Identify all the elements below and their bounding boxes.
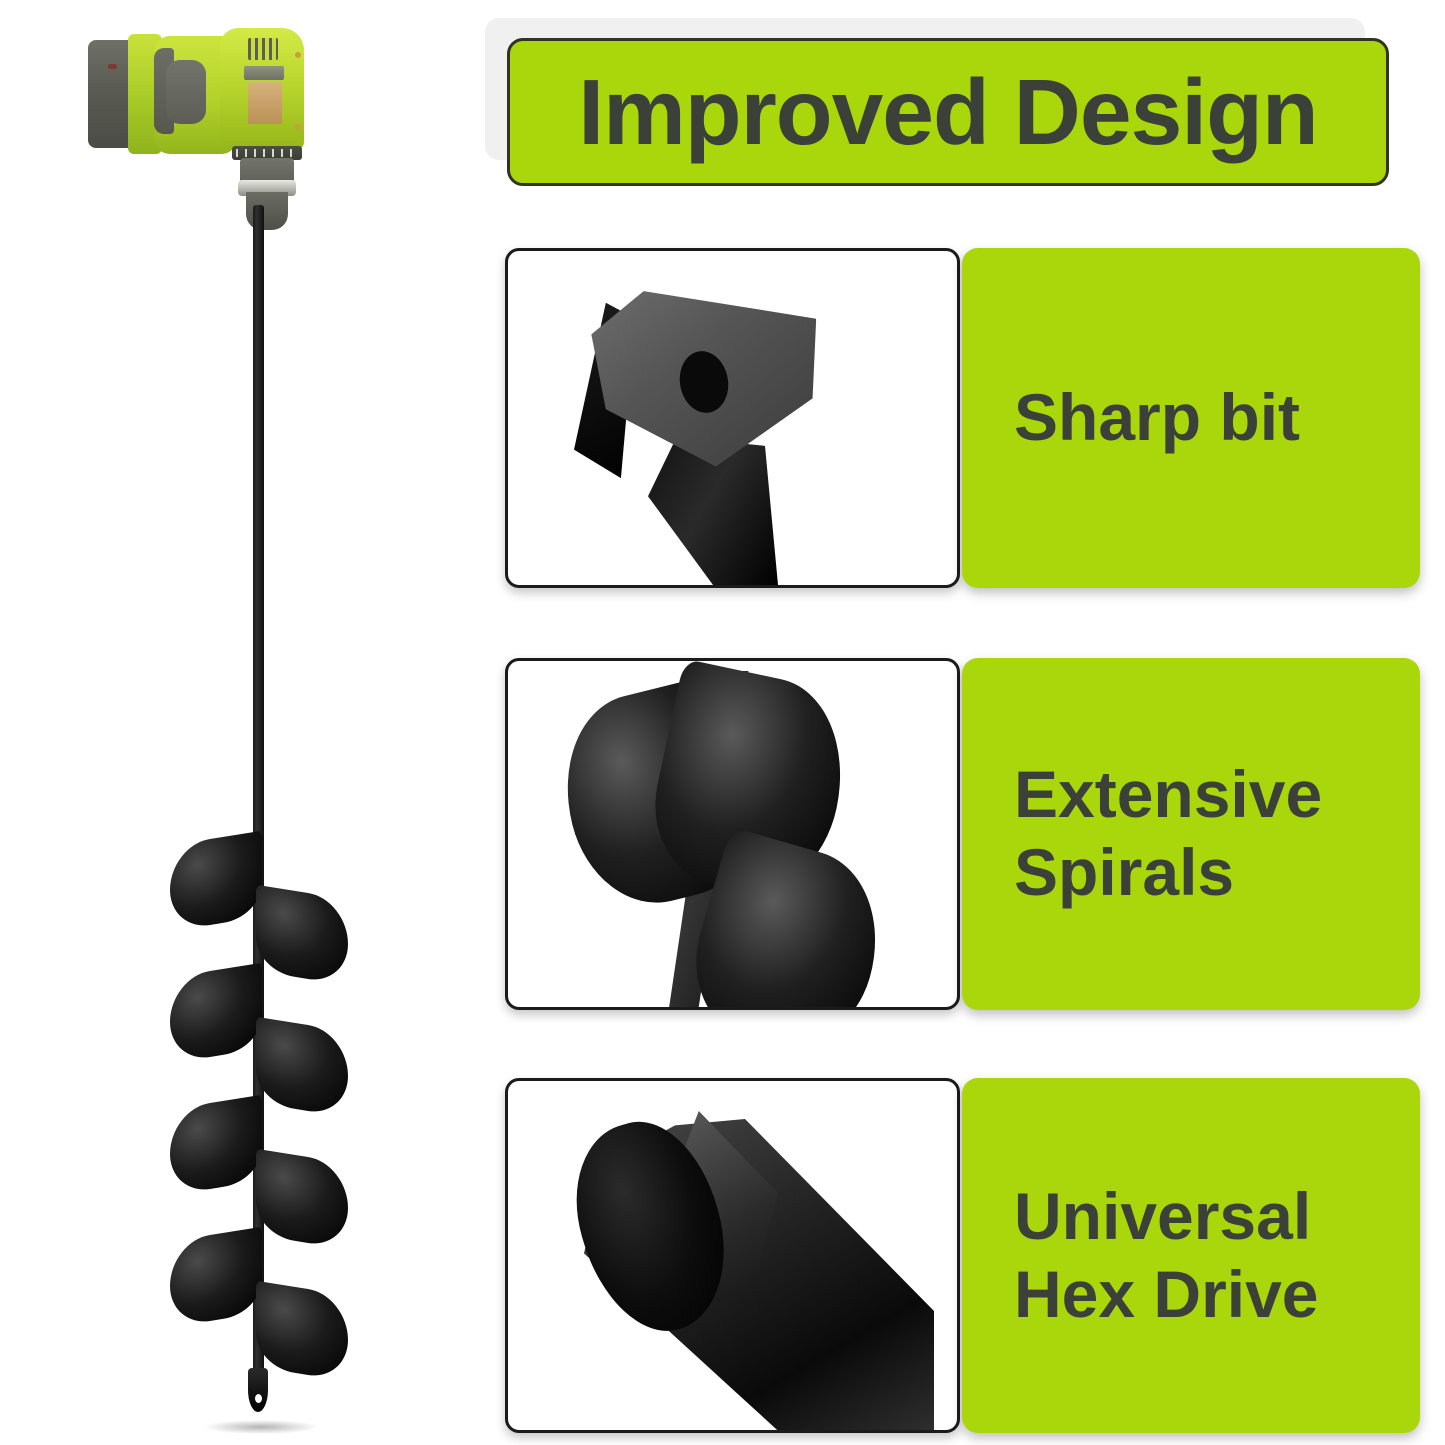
feature-card-universal-hex-drive: Universal Hex Drive: [505, 1078, 1420, 1433]
drill-screw: [295, 124, 301, 130]
auger-flight: [256, 884, 348, 986]
auger-flight: [256, 1280, 348, 1382]
feature-label-line: Hex Drive: [1014, 1256, 1319, 1331]
feature-label-line: Sharp bit: [1014, 380, 1301, 455]
drill-nameplate: [244, 66, 284, 80]
auger-flight: [170, 830, 262, 932]
auger-flight: [170, 1226, 262, 1328]
feature-photo-universal-hex-drive: [505, 1078, 960, 1433]
feature-label-universal-hex-drive: Universal Hex Drive: [962, 1078, 1420, 1433]
feature-label-extensive-spirals: Extensive Spirals: [962, 658, 1420, 1010]
drill-torque-ticks: [236, 149, 298, 157]
drill-battery-indicator: [108, 64, 117, 69]
auger-flight: [170, 1094, 262, 1196]
feature-card-extensive-spirals: Extensive Spirals: [505, 658, 1420, 1010]
header-banner: Improved Design: [507, 38, 1389, 186]
auger-flight: [170, 962, 262, 1064]
drill-screw: [295, 52, 301, 58]
product-image-column: [0, 0, 480, 1445]
auger-flight: [256, 1148, 348, 1250]
feature-label-line: Universal: [1014, 1178, 1312, 1253]
auger-flight: [256, 1016, 348, 1118]
feature-label-sharp-bit: Sharp bit: [962, 248, 1420, 588]
drill-grip: [166, 60, 206, 124]
feature-column: Improved Design Sharp bit Exten: [480, 0, 1445, 1445]
feature-label-line: Spirals: [1014, 835, 1235, 909]
drill-side-label: [248, 82, 282, 124]
feature-photo-extensive-spirals: [505, 658, 960, 1010]
drill-vents: [248, 38, 278, 60]
auger-tip-blade: [240, 1368, 276, 1420]
feature-label-line: Extensive: [1014, 757, 1323, 832]
feature-photo-sharp-bit: [505, 248, 960, 588]
product-drop-shadow: [205, 1420, 317, 1434]
feature-card-sharp-bit: Sharp bit: [505, 248, 1420, 588]
page-title: Improved Design: [578, 59, 1318, 164]
auger-shaft: [253, 205, 264, 1390]
cordless-drill-illustration: [80, 20, 310, 230]
